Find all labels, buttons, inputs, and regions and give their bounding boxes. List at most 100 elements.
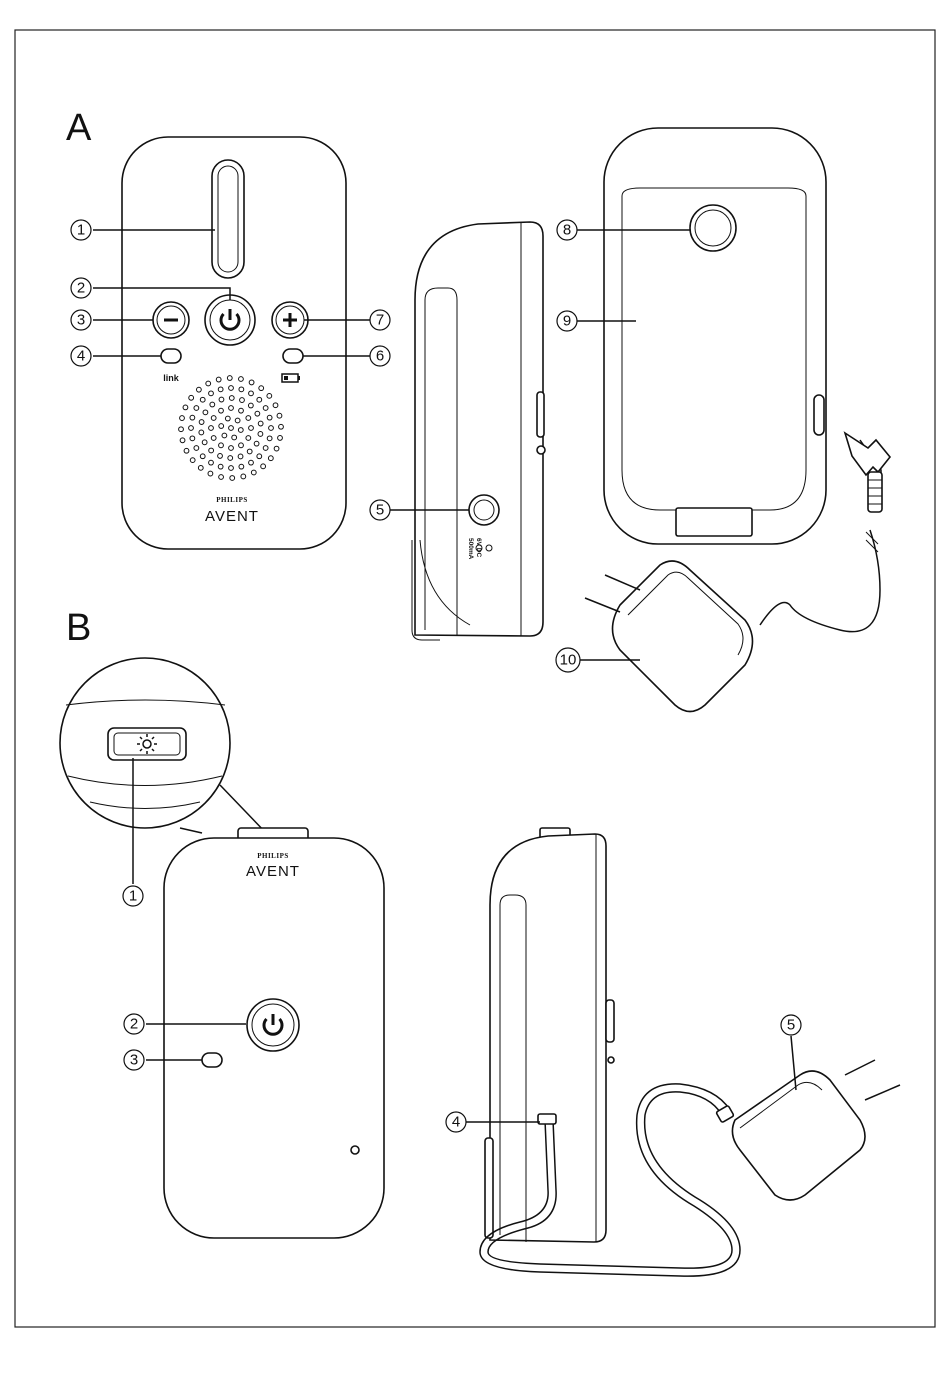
grille-hole: [229, 386, 234, 391]
grille-hole: [246, 416, 251, 421]
grille-hole: [247, 449, 252, 454]
grille-hole: [269, 426, 274, 431]
grille-hole: [251, 470, 256, 475]
belt-clip-screw: [690, 205, 736, 251]
grille-hole: [209, 460, 214, 465]
section-b-label: B: [66, 607, 91, 649]
grille-hole: [229, 426, 234, 431]
minus-button[interactable]: [153, 302, 189, 338]
grille-hole: [229, 406, 234, 411]
grille-hole: [238, 454, 243, 459]
grille-hole: [259, 386, 264, 391]
grille-hole: [202, 440, 207, 445]
parent-unit-back: [604, 128, 826, 544]
grille-hole: [267, 393, 272, 398]
grille-hole: [249, 391, 254, 396]
callout-number: 2: [130, 1016, 138, 1033]
grille-hole: [200, 397, 205, 402]
grille-hole: [179, 427, 184, 432]
grille-hole: [211, 436, 216, 441]
grille-hole: [268, 456, 273, 461]
grille-hole: [257, 397, 262, 402]
brand-product-b: AVENT: [246, 863, 300, 880]
grille-hole: [246, 436, 251, 441]
grille-hole: [249, 460, 254, 465]
grille-hole: [258, 421, 263, 426]
grille-hole: [257, 454, 262, 459]
grille-hole: [249, 426, 254, 431]
grille-hole: [229, 396, 234, 401]
grille-hole: [219, 475, 224, 480]
night-light-slot: [212, 160, 244, 278]
a-callout-3: 3: [71, 310, 91, 330]
grille-hole: [239, 443, 244, 448]
grille-hole: [189, 395, 194, 400]
grille-hole: [200, 454, 205, 459]
b-callout-3: 3: [124, 1050, 144, 1070]
grille-hole: [239, 387, 244, 392]
plus-button[interactable]: [272, 302, 308, 338]
a-callout-1: 1: [71, 220, 91, 240]
callout-number: 6: [376, 348, 384, 365]
section-a-label: A: [66, 107, 92, 149]
grille-hole: [184, 448, 189, 453]
power-button[interactable]: [205, 295, 255, 345]
grille-hole: [189, 426, 194, 431]
link-label: link: [163, 373, 179, 383]
grille-hole: [190, 458, 195, 463]
grille-hole: [229, 466, 234, 471]
grille-hole: [239, 408, 244, 413]
grille-hole: [274, 446, 279, 451]
a-callout-5: 5: [370, 500, 390, 520]
grille-hole: [218, 454, 223, 459]
callout-number: 3: [77, 312, 85, 329]
brand-maker-b: PHILIPS: [257, 852, 289, 860]
grille-hole: [263, 446, 268, 451]
grille-hole: [190, 436, 195, 441]
grille-hole: [190, 415, 195, 420]
callout-number: 4: [77, 348, 85, 365]
grille-hole: [235, 418, 240, 423]
b-callout-2: 2: [124, 1014, 144, 1034]
b-callout-4: 4: [446, 1112, 466, 1132]
grille-hole: [228, 456, 233, 461]
grille-hole: [199, 430, 204, 435]
night-light-button[interactable]: [108, 728, 186, 760]
grille-hole: [278, 436, 283, 441]
callout-number: 4: [452, 1114, 460, 1131]
grille-hole: [219, 443, 224, 448]
grille-hole: [206, 381, 211, 386]
grille-hole: [258, 432, 263, 437]
brand-maker: PHILIPS: [216, 496, 248, 504]
a-callout-2: 2: [71, 278, 91, 298]
grille-hole: [232, 435, 237, 440]
grille-hole: [261, 464, 266, 469]
grille-hole: [210, 402, 215, 407]
power-adapter-b: [716, 1060, 900, 1200]
grille-hole: [241, 474, 246, 479]
baby-power-button[interactable]: [247, 999, 299, 1051]
grille-hole: [248, 403, 253, 408]
a-callout-7: 7: [370, 310, 390, 330]
grille-hole: [208, 471, 213, 476]
grille-hole: [209, 391, 214, 396]
grille-hole: [218, 387, 223, 392]
grille-hole: [183, 405, 188, 410]
callout-number: 1: [77, 222, 85, 239]
grille-hole: [225, 416, 230, 421]
grille-hole: [267, 415, 272, 420]
grille-hole: [229, 446, 234, 451]
grille-hole: [198, 465, 203, 470]
grille-hole: [230, 476, 235, 481]
grille-hole: [240, 398, 245, 403]
baby-unit-side: [480, 828, 740, 1276]
grille-hole: [277, 413, 282, 418]
grille-hole: [249, 380, 254, 385]
grille-hole: [254, 441, 259, 446]
a-callout-8: 8: [557, 220, 577, 240]
callout-number: 9: [563, 313, 571, 330]
grille-hole: [219, 397, 224, 402]
microphone-hole: [351, 1146, 359, 1154]
b-callout-1: 1: [123, 886, 143, 906]
grille-hole: [255, 411, 260, 416]
